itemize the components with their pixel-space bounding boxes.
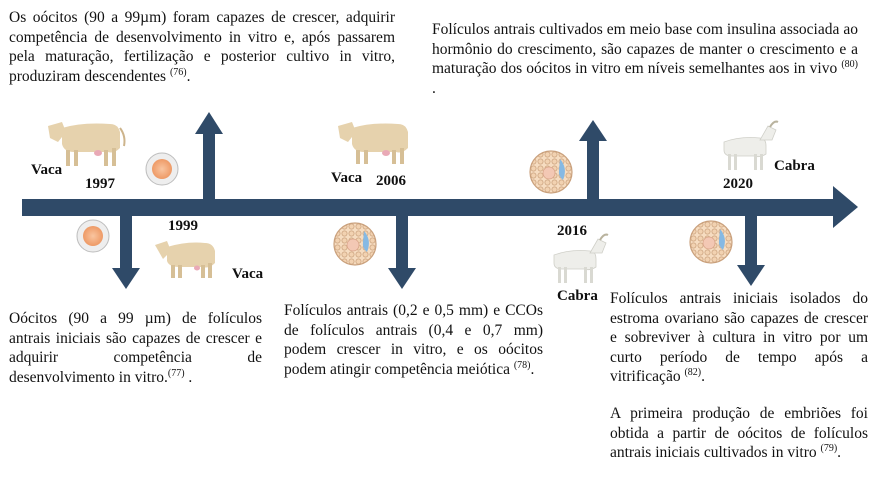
follicle-icon: [529, 150, 573, 194]
species-vaca-1999-label: Vaca: [232, 266, 264, 282]
text-1997-ref: (76): [169, 66, 187, 78]
branch-arrow-1999-down: [112, 215, 140, 289]
timeline-arrowhead: [833, 186, 858, 228]
text-1997-tail: .: [186, 67, 191, 85]
text-1997: Os oócitos (90 a 99µm) foram capazes de …: [9, 8, 395, 86]
text-2020: Folículos antrais cultivados em meio bas…: [432, 20, 858, 98]
text-1999: Oócitos (90 a 99 µm) de folículos antrai…: [9, 309, 262, 387]
text-1997-body: Os oócitos (90 a 99µm) foram capazes de …: [9, 9, 395, 85]
text-2020-body: Folículos antrais cultivados em meio bas…: [432, 21, 858, 78]
oocyte-icon: [76, 219, 110, 253]
text-2006-ref: (78): [513, 359, 531, 371]
species-vaca-2006-label: Vaca: [331, 170, 363, 186]
text-2020-tail: .: [432, 79, 436, 97]
text-2016b-body: A primeira produção de embriões foi obti…: [610, 405, 868, 462]
year-2016-label: 2016: [557, 223, 587, 239]
branch-arrow-2020-down: [737, 215, 765, 286]
follicle-icon: [333, 222, 377, 266]
text-2016-embryo: A primeira produção de embriões foi obti…: [610, 404, 868, 463]
cow-icon: [338, 122, 408, 164]
cow-icon: [155, 241, 215, 278]
branch-arrow-2006-down: [388, 215, 416, 289]
text-2016-vitrification: Folículos antrais iniciais isolados do e…: [610, 289, 868, 387]
text-1999-body: Oócitos (90 a 99 µm) de folículos antrai…: [9, 310, 262, 386]
species-cabra-2016-label: Cabra: [557, 288, 598, 304]
species-cabra-2020-label: Cabra: [774, 158, 815, 174]
goat-icon: [553, 233, 609, 283]
text-1999-ref: (77): [167, 367, 185, 379]
year-1997-label: 1997: [85, 176, 115, 192]
text-2006: Folículos antrais (0,2 e 0,5 mm) e CCOs …: [284, 301, 543, 379]
text-2020-ref: (80): [841, 59, 858, 71]
text-2016a-body: Folículos antrais iniciais isolados do e…: [610, 290, 868, 386]
text-2016a-ref: (82): [684, 367, 702, 379]
text-2006-body: Folículos antrais (0,2 e 0,5 mm) e CCOs …: [284, 302, 543, 378]
text-2016b-tail: .: [837, 444, 842, 462]
year-1999-label: 1999: [168, 218, 198, 234]
year-2020-label: 2020: [723, 176, 753, 192]
follicle-icon: [689, 220, 733, 264]
text-1999-tail: .: [184, 368, 193, 386]
timeline-shaft: [22, 199, 837, 216]
text-2016a-tail: .: [701, 368, 705, 386]
species-vaca-1997-label: Vaca: [31, 162, 63, 178]
text-2006-tail: .: [530, 360, 535, 378]
branch-arrow-2016-up: [579, 120, 607, 200]
cow-icon: [48, 122, 126, 166]
year-2006-label: 2006: [376, 173, 406, 189]
goat-icon: [723, 120, 779, 170]
oocyte-icon: [145, 152, 179, 186]
branch-arrow-1997-up: [195, 112, 223, 200]
text-2016b-ref: (79): [820, 443, 838, 455]
timeline-axis: [22, 186, 858, 228]
